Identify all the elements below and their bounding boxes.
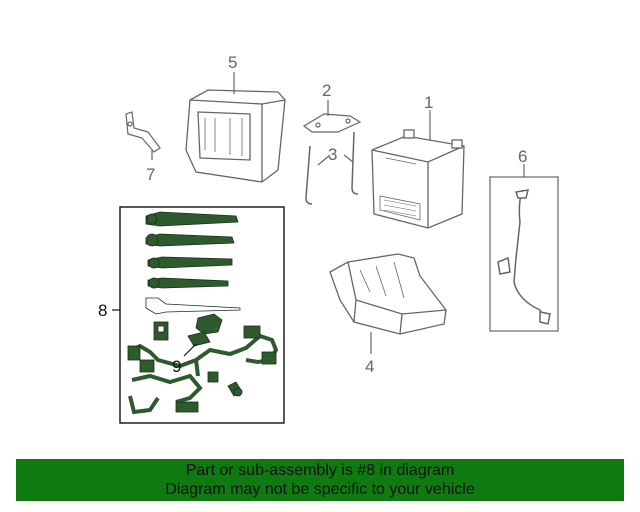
callout-1: 1 [424, 93, 433, 112]
leader-9 [183, 343, 197, 357]
callout-6: 6 [518, 147, 527, 166]
callout-5: 5 [228, 53, 237, 72]
info-banner: Part or sub-assembly is #8 in diagram Di… [16, 459, 624, 501]
callout-3: 3 [328, 145, 337, 164]
part-7-bracket[interactable] [125, 111, 161, 153]
callout-8: 8 [98, 301, 107, 320]
callout-4: 4 [365, 357, 374, 376]
part-5-battery-box[interactable] [185, 89, 286, 183]
callout-7: 7 [146, 165, 155, 184]
callout-2: 2 [322, 81, 331, 100]
banner-line-2: Diagram may not be specific to your vehi… [165, 481, 475, 498]
part-2-hold-down[interactable] [302, 113, 362, 133]
callout-9: 9 [172, 357, 181, 376]
leader-3a [317, 154, 331, 166]
leader-3b [343, 154, 354, 163]
part-6-cable[interactable] [497, 189, 551, 325]
part-6-frame [489, 176, 559, 332]
part-1-battery[interactable] [371, 129, 465, 229]
part-4-battery-tray[interactable] [329, 253, 447, 335]
banner-line-1: Part or sub-assembly is #8 in diagram [185, 462, 455, 479]
part-3-j-bolts[interactable] [305, 131, 359, 205]
part-8-wire-harness[interactable] [127, 211, 279, 415]
